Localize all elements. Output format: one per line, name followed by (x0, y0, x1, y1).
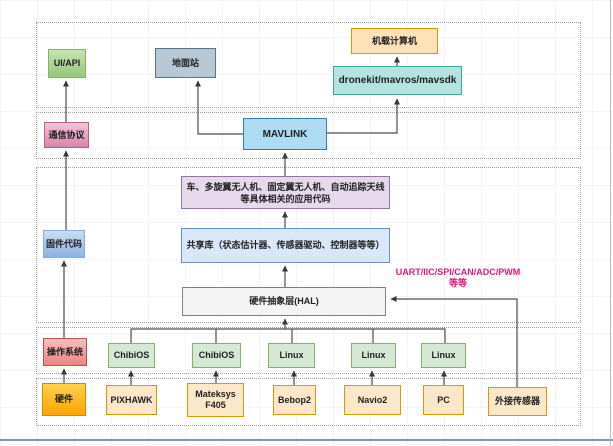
node-bebop2: Bebop2 (273, 385, 316, 415)
node-ui-api: UI/API (48, 49, 86, 78)
node-navio2: Navio2 (344, 385, 401, 415)
node-communication-protocol: 通信协议 (44, 122, 89, 148)
node-application-code: 车、多旋翼无人机、固定翼无人机、自动追踪天线等具体相关的应用代码 (181, 176, 390, 209)
node-pc: PC (423, 385, 464, 415)
arrow-mavlink-to-dronekit (327, 98, 400, 134)
os-bus-line (130, 328, 446, 343)
bus-protocols-line2: 等等 (448, 278, 467, 288)
node-mateksys-f405: Mateksys F405 (187, 383, 244, 417)
band-firmware-layer (36, 167, 581, 323)
node-linux-1: Linux (268, 343, 315, 368)
node-shared-libraries: 共享库（状态估计器、传感器驱动、控制器等等） (181, 228, 390, 263)
bus-protocols-line1: UART/IIC/SPI/CAN/ADC/PWM (395, 267, 521, 277)
node-external-sensors: 外接传感器 (488, 387, 547, 416)
node-onboard-computer: 机载计算机 (351, 28, 438, 54)
node-hardware: 硬件 (42, 383, 86, 416)
node-chibios-2: ChibiOS (192, 343, 241, 368)
arrow-mavlink-to-groundstation (195, 80, 243, 135)
band-ui-layer (36, 22, 581, 108)
band-protocol-layer (36, 112, 581, 159)
window-bottom-edge (0, 439, 613, 441)
node-hardware-abstraction-layer: 硬件抽象层(HAL) (182, 287, 386, 316)
node-dronekit-mavros-mavsdk: dronekit/mavros/mavsdk (333, 66, 462, 95)
node-pixhawk: PIXHAWK (106, 385, 157, 415)
node-operating-system: 操作系统 (43, 338, 87, 366)
node-linux-2: Linux (351, 343, 396, 368)
node-ground-station: 地面站 (155, 48, 216, 78)
node-mavlink: MAVLINK (243, 118, 327, 150)
node-linux-3: Linux (421, 343, 466, 368)
window-right-edge (610, 0, 611, 446)
arrow-extsensor-to-hal (390, 296, 518, 387)
band-hardware-layer (36, 378, 581, 426)
node-chibios-1: ChibiOS (108, 343, 155, 368)
node-firmware-code: 固件代码 (43, 230, 85, 258)
band-os-layer (36, 327, 581, 374)
bus-protocols-annotation: UART/IIC/SPI/CAN/ADC/PWM 等等 (394, 267, 522, 289)
